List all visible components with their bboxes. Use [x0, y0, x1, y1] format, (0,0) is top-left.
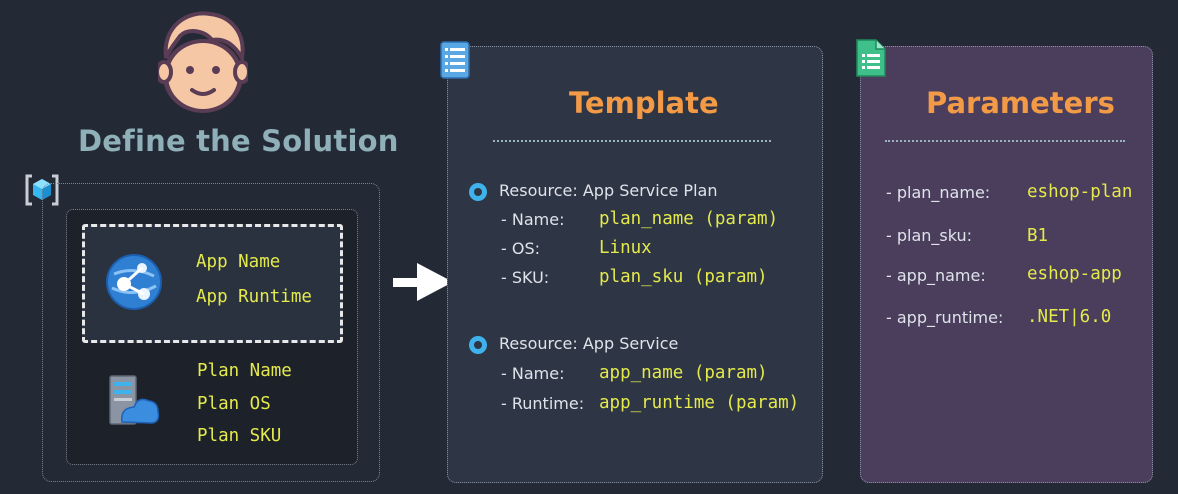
- solution-container: [42, 183, 380, 482]
- parameters-file-icon: [854, 38, 888, 78]
- plan-sku-label: Plan SKU: [197, 426, 282, 446]
- parameter-value: .NET|6.0: [1027, 307, 1112, 327]
- parameters-divider: [885, 140, 1125, 142]
- template-file-icon: [439, 40, 471, 80]
- resource-title: Resource: App Service: [499, 334, 679, 353]
- template-divider: [493, 140, 771, 142]
- template-heading: Template: [569, 86, 719, 120]
- app-runtime-label: App Runtime: [196, 287, 312, 307]
- app-name-label: App Name: [196, 252, 281, 272]
- radio-bullet-icon: [469, 183, 487, 201]
- parameter-value: eshop-app: [1027, 264, 1122, 284]
- parameter-key: - app_name:: [886, 266, 986, 285]
- plan-name-label: Plan Name: [197, 361, 292, 381]
- parameter-value: eshop-plan: [1027, 182, 1133, 202]
- resource-value: app_name (param): [599, 363, 768, 383]
- parameters-panel: [860, 46, 1153, 483]
- app-service-plan-icon: [108, 374, 160, 428]
- resource-key: - Name:: [501, 364, 565, 383]
- radio-bullet-icon: [469, 336, 487, 354]
- parameter-value: B1: [1027, 226, 1049, 246]
- resource-key: - Runtime:: [501, 394, 585, 413]
- resource-value: plan_sku (param): [599, 267, 768, 287]
- resource-value: app_runtime (param): [599, 393, 800, 413]
- resource-value: Linux: [599, 238, 652, 258]
- plan-os-label: Plan OS: [197, 394, 271, 414]
- person-avatar-icon: [155, 6, 251, 116]
- resource-key: - Name:: [501, 210, 565, 229]
- parameter-key: - plan_name:: [886, 183, 991, 202]
- template-panel: [447, 46, 823, 483]
- arrow-right-icon: [393, 263, 453, 301]
- resource-value: plan_name (param): [599, 209, 779, 229]
- solution-title: Define the Solution: [78, 124, 399, 158]
- parameter-key: - app_runtime:: [886, 308, 1004, 327]
- resource-title: Resource: App Service Plan: [499, 181, 718, 200]
- app-service-icon: [106, 254, 162, 310]
- parameter-key: - plan_sku:: [886, 226, 973, 245]
- resource-key: - SKU:: [501, 268, 550, 287]
- parameters-heading: Parameters: [926, 86, 1115, 120]
- resource-key: - OS:: [501, 239, 540, 258]
